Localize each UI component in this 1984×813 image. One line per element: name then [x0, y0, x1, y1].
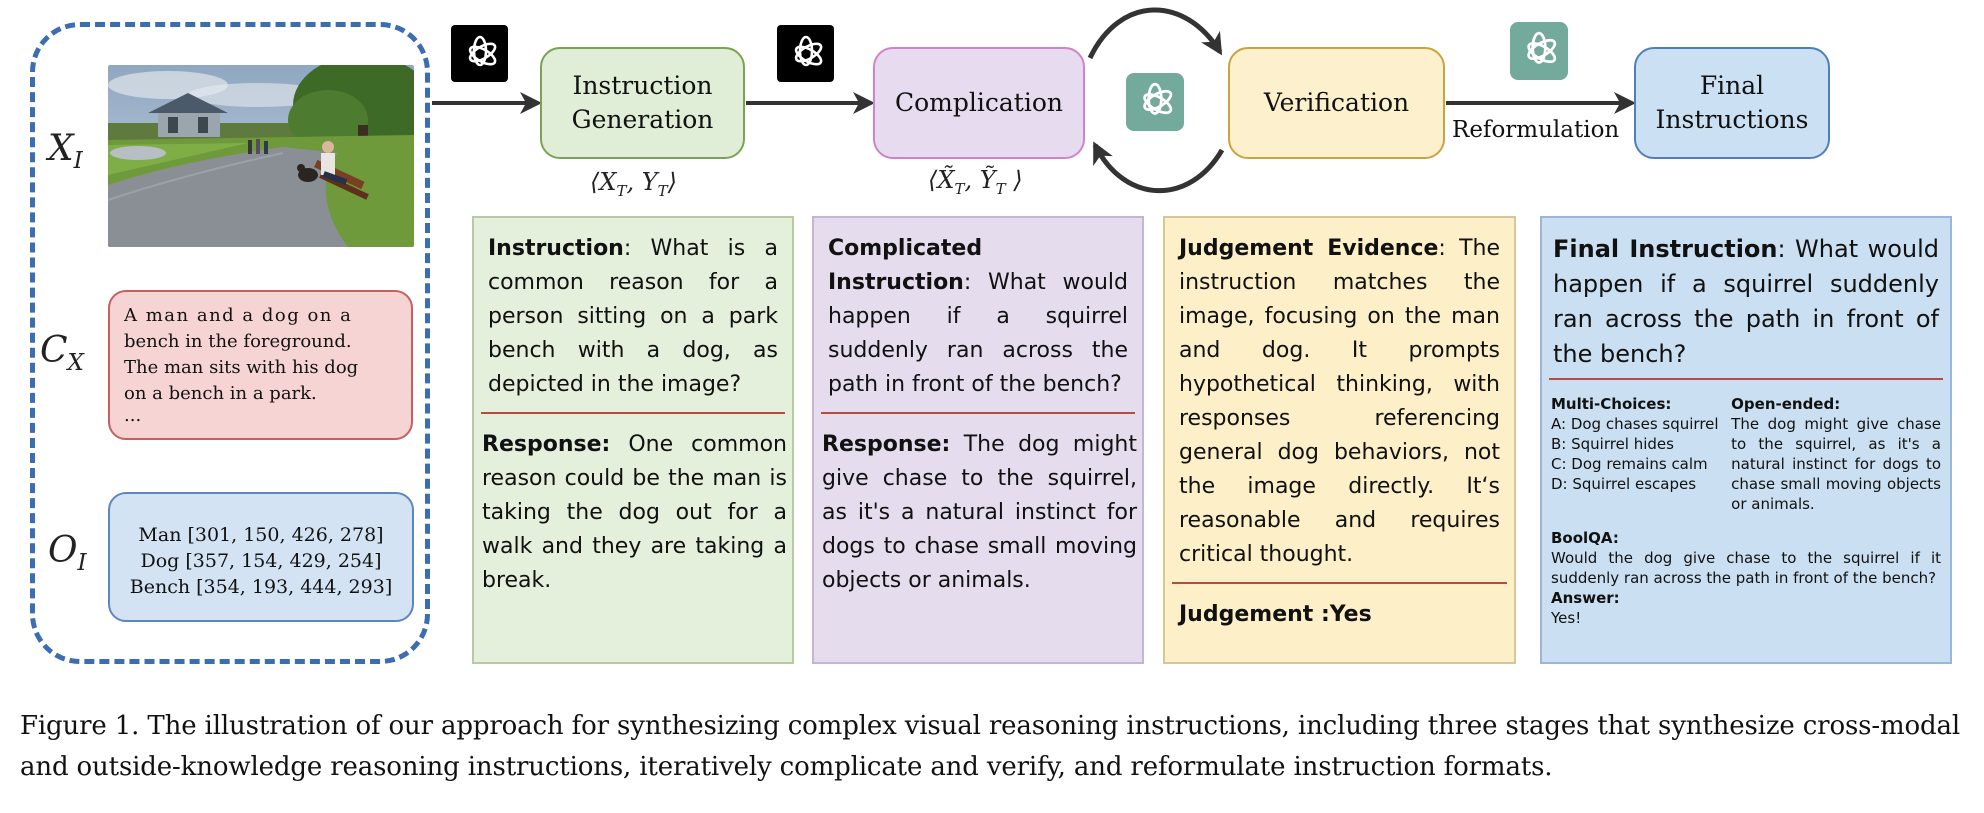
- image-variable-label: XI: [48, 128, 83, 175]
- judgement-evidence-section: Judgement Evidence: The instruction matc…: [1165, 218, 1514, 582]
- complicated-panel: Complicated Instruction: What would happ…: [812, 216, 1144, 664]
- openai-logo-icon: [451, 25, 508, 82]
- multi-choice-option: D: Squirrel escapes: [1551, 475, 1697, 493]
- cycle-arrow-top: [1087, 7, 1223, 60]
- multi-choices-title: Multi-Choices:: [1551, 395, 1672, 413]
- boolqa-text: Would the dog give chase to the squirrel…: [1551, 549, 1941, 587]
- instruction-panel: Instruction: What is a common reason for…: [472, 216, 794, 664]
- stage-label: Verification: [1263, 88, 1410, 117]
- figure-caption: Figure 1. The illustration of our approa…: [20, 711, 1960, 782]
- cycle-arrow-bottom: [1092, 141, 1225, 194]
- stage-verification: Verification: [1228, 47, 1445, 159]
- format-columns: Multi-Choices: A: Dog chases squirrel B:…: [1542, 380, 1950, 514]
- complicated-response-section: Response: The dog might give chase to th…: [814, 414, 1142, 598]
- divider: [1549, 378, 1943, 380]
- open-ended-title: Open-ended:: [1731, 395, 1841, 413]
- answer-title: Answer:: [1551, 589, 1620, 607]
- generation-pair-label: ⟨XT, YT⟩: [590, 168, 677, 200]
- caption-line: on a bench in a park.: [124, 383, 317, 404]
- complicated-response-lead: Response:: [822, 432, 951, 457]
- stage-label: Final: [1699, 71, 1765, 100]
- complication-pair-label: ⟨X̃T, ỸT ⟩: [928, 166, 1023, 198]
- caption-line: The man sits with his dog: [124, 357, 359, 378]
- multi-choices-section: Multi-Choices: A: Dog chases squirrel B:…: [1551, 394, 1731, 514]
- divider: [481, 412, 785, 414]
- open-ended-text: The dog might give chase to the squirrel…: [1731, 415, 1941, 513]
- object-line: Dog [357, 154, 429, 254]: [140, 550, 382, 572]
- judgement-evidence-text: : The instruction matches the image, foc…: [1179, 236, 1501, 567]
- openai-logo-icon: [777, 25, 834, 82]
- stage-instruction-generation: Instruction Generation: [540, 47, 745, 159]
- input-panel: [30, 22, 430, 664]
- caption-line: ...: [124, 405, 142, 426]
- final-instruction-lead: Final Instruction: [1553, 235, 1778, 263]
- final-panel: Final Instruction: What would happen if …: [1540, 216, 1952, 664]
- boolqa-title: BoolQA:: [1551, 529, 1619, 547]
- judgement-panel: Judgement Evidence: The instruction matc…: [1163, 216, 1516, 664]
- instruction-text: : What is a common reason for a person s…: [488, 236, 778, 397]
- openai-logo-icon: [1126, 73, 1184, 131]
- complicated-response-text: The dog might give chase to the squirrel…: [822, 432, 1137, 593]
- multi-choice-option: A: Dog chases squirrel: [1551, 415, 1719, 433]
- complicated-instruction-text: : What would happen if a squirrel sudden…: [828, 270, 1128, 397]
- caption-line: A man and a dog on a: [124, 305, 353, 326]
- multi-choice-option: B: Squirrel hides: [1551, 435, 1674, 453]
- response-section: Response: One common reason could be the…: [474, 414, 792, 598]
- stage-label: Instruction: [572, 71, 713, 100]
- complicated-instruction-lead: Complicated Instruction: [828, 236, 983, 295]
- caption-variable-label: CX: [40, 330, 84, 377]
- stage-complication: Complication: [873, 47, 1085, 159]
- response-text: One common reason could be the man is ta…: [482, 432, 787, 593]
- divider: [1172, 582, 1507, 584]
- reformulation-label: Reformulation: [1452, 117, 1620, 143]
- stage-label: Instructions: [1655, 105, 1809, 134]
- final-instruction-section: Final Instruction: What would happen if …: [1542, 218, 1950, 378]
- stage-final-instructions: Final Instructions: [1634, 47, 1830, 159]
- caption-box: A man and a dog on a bench in the foregr…: [108, 290, 413, 440]
- judgement-result: Judgement :Yes: [1179, 602, 1372, 627]
- complicated-instruction-section: Complicated Instruction: What would happ…: [814, 218, 1142, 412]
- object-line: Bench [354, 193, 444, 293]: [129, 576, 393, 598]
- open-ended-section: Open-ended: The dog might give chase to …: [1731, 394, 1941, 514]
- response-lead: Response:: [482, 432, 611, 457]
- openai-logo-icon: [1510, 22, 1568, 80]
- divider: [821, 412, 1135, 414]
- instruction-section: Instruction: What is a common reason for…: [474, 218, 792, 412]
- park-photo: [108, 65, 414, 247]
- final-instruction-text: : What would happen if a squirrel sudden…: [1553, 235, 1939, 368]
- objects-variable-label: OI: [48, 530, 87, 577]
- instruction-lead: Instruction: [488, 236, 624, 261]
- caption-line: bench in the foreground.: [124, 331, 352, 352]
- judgement-evidence-lead: Judgement Evidence: [1179, 236, 1439, 261]
- object-line: Man [301, 150, 426, 278]: [138, 524, 384, 546]
- answer-text: Yes!: [1551, 609, 1582, 627]
- objects-box: Man [301, 150, 426, 278] Dog [357, 154, …: [108, 492, 414, 622]
- boolqa-section: BoolQA: Would the dog give chase to the …: [1542, 514, 1950, 628]
- stage-label: Complication: [895, 88, 1063, 117]
- stage-label: Generation: [571, 105, 714, 134]
- multi-choice-option: C: Dog remains calm: [1551, 455, 1708, 473]
